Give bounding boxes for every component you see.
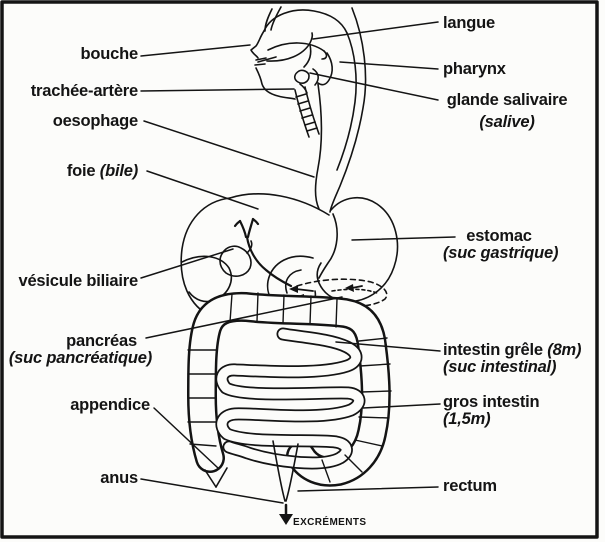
leader-vesicule: [140, 248, 234, 279]
leader-oesophage: [143, 120, 315, 178]
label-trachee-artere: trachée-artère: [30, 82, 138, 100]
label-langue: langue: [443, 14, 495, 32]
rectum-drawing: [272, 440, 299, 502]
excrements-arrow-icon: [279, 503, 293, 525]
label-estomac: estomac (suc gastrique): [443, 227, 559, 262]
esophagus-drawing: [314, 83, 323, 210]
leader-bouche: [140, 44, 251, 57]
label-excrements: EXCRÉMENTS: [293, 517, 367, 528]
label-oesophage: oesophage: [52, 112, 139, 130]
appendix-drawing: [204, 467, 228, 488]
leader-intestin-grele: [335, 341, 441, 352]
leader-glande-salivaire: [309, 72, 439, 101]
leader-rectum: [297, 486, 439, 492]
label-vesicule-biliaire: vésicule biliaire: [18, 272, 138, 290]
small-intestine-drawing: [215, 327, 366, 470]
label-glande-salivaire: glande salivaire (salive): [446, 91, 568, 131]
label-anus: anus: [100, 469, 138, 487]
label-foie: foie (bile): [66, 162, 138, 180]
label-pancreas: pancréas (suc pancréatique): [8, 332, 152, 367]
label-intestin-grele: intestin grêle (8m) (suc intestinal): [443, 341, 582, 376]
leader-appendice: [153, 407, 219, 469]
large-intestine-drawing: [187, 291, 391, 487]
pancreas-drawing: [296, 278, 388, 308]
label-appendice: appendice: [70, 396, 150, 414]
label-gros-intestin: gros intestin (1,5m): [443, 393, 540, 428]
trachea-drawing: [294, 86, 320, 138]
leader-gros-intestin: [362, 403, 441, 409]
leader-anus: [140, 478, 284, 504]
bile-duct-drawing: [233, 217, 293, 288]
leader-langue: [312, 21, 439, 40]
gallbladder-drawing: [219, 240, 253, 277]
head-profile-drawing: [250, 6, 367, 213]
label-bouche: bouche: [80, 45, 139, 63]
leader-pharynx: [339, 61, 439, 70]
leader-lines: [140, 21, 456, 504]
label-rectum: rectum: [443, 477, 497, 495]
stomach-drawing: [316, 197, 399, 303]
leader-estomac: [351, 236, 456, 241]
leader-pancreas: [145, 296, 343, 339]
leader-trachee: [140, 88, 295, 92]
leader-foie: [146, 170, 259, 210]
label-pharynx: pharynx: [443, 60, 506, 78]
